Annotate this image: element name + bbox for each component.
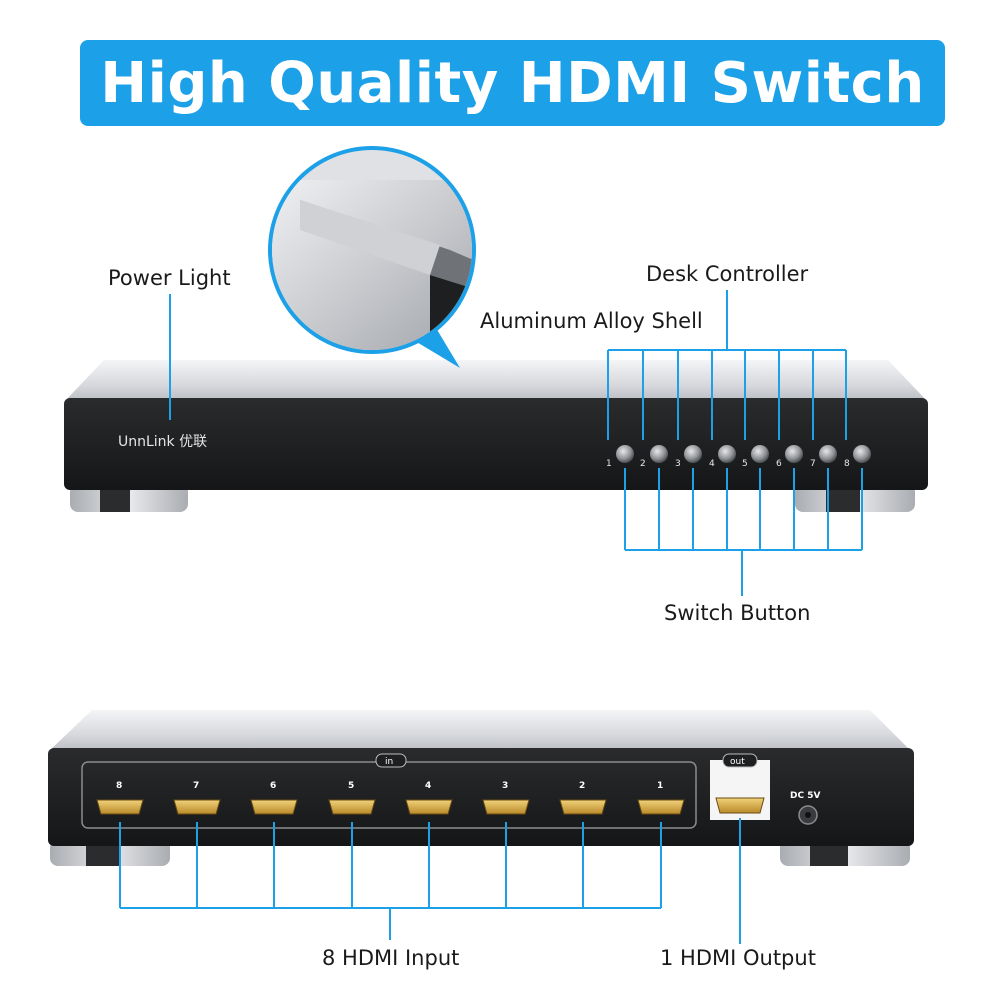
port-number: 1 bbox=[657, 781, 663, 791]
button-number: 7 bbox=[810, 459, 816, 469]
switch-button-6[interactable]: 6 bbox=[776, 445, 803, 469]
dc-label: DC 5V bbox=[790, 791, 820, 801]
port-number: 5 bbox=[348, 781, 354, 791]
button-number: 6 bbox=[776, 459, 782, 469]
in-label: in bbox=[385, 757, 393, 767]
port-number: 7 bbox=[193, 781, 199, 791]
switch-button-5[interactable]: 5 bbox=[742, 445, 769, 469]
switch-button-7[interactable]: 7 bbox=[810, 445, 837, 469]
hdmi-input-port-8[interactable]: 8 bbox=[96, 781, 144, 815]
hdmi-output-label: 1 HDMI Output bbox=[660, 946, 816, 970]
button-number: 2 bbox=[640, 459, 646, 469]
switch-button-1[interactable]: 1 bbox=[606, 445, 634, 469]
out-tag bbox=[722, 753, 758, 768]
front-callouts bbox=[169, 290, 863, 596]
title-banner: High Quality HDMI Switch bbox=[80, 40, 945, 126]
hdmi-input-port-2[interactable]: 2 bbox=[559, 781, 607, 815]
port-number: 8 bbox=[116, 781, 122, 791]
switch-button-8[interactable]: 8 bbox=[844, 445, 871, 469]
zoom-bubble bbox=[268, 146, 476, 368]
power-light-label: Power Light bbox=[108, 266, 231, 290]
hdmi-input-port-6[interactable]: 6 bbox=[250, 781, 298, 815]
front-device: UnnLink 优联 1 2 3 4 5 6 7 8 bbox=[64, 360, 928, 512]
hdmi-input-port-1[interactable]: 1 bbox=[637, 781, 685, 815]
button-number: 4 bbox=[709, 459, 715, 469]
switch-button-3[interactable]: 3 bbox=[675, 445, 702, 469]
switch-button-2[interactable]: 2 bbox=[640, 445, 668, 469]
back-callouts bbox=[119, 818, 741, 944]
switch-button-label: Switch Button bbox=[664, 601, 811, 625]
hdmi-output-port[interactable]: out bbox=[710, 753, 770, 820]
port-number: 2 bbox=[579, 781, 585, 791]
hdmi-input-port-7[interactable]: 7 bbox=[173, 781, 221, 815]
brand-logo: UnnLink 优联 bbox=[118, 434, 207, 450]
hdmi-input-port-4[interactable]: 4 bbox=[405, 781, 453, 815]
back-shell bbox=[48, 710, 912, 752]
port-number: 4 bbox=[425, 781, 431, 791]
button-number: 5 bbox=[742, 459, 748, 469]
button-number: 8 bbox=[844, 459, 850, 469]
button-number: 1 bbox=[606, 459, 612, 469]
hdmi-input-port-5[interactable]: 5 bbox=[328, 781, 376, 815]
desk-controller-label: Desk Controller bbox=[646, 262, 809, 286]
port-number: 3 bbox=[502, 781, 508, 791]
port-number: 6 bbox=[270, 781, 276, 791]
hdmi-input-label: 8 HDMI Input bbox=[322, 946, 460, 970]
out-label: out bbox=[730, 757, 745, 767]
switch-buttons: 1 2 3 4 5 6 7 8 bbox=[606, 445, 871, 469]
aluminum-shell bbox=[64, 360, 928, 402]
switch-button-4[interactable]: 4 bbox=[709, 445, 736, 469]
hdmi-input-ports: 8 7 6 5 4 3 2 1 bbox=[96, 781, 685, 815]
in-tag bbox=[375, 753, 407, 768]
back-device: in 8 7 6 5 4 3 2 1 out DC 5V bbox=[48, 710, 914, 866]
hdmi-input-port-3[interactable]: 3 bbox=[482, 781, 530, 815]
banner-title: High Quality HDMI Switch bbox=[100, 50, 925, 116]
back-panel bbox=[48, 748, 914, 846]
aluminum-shell-label: Aluminum Alloy Shell bbox=[480, 309, 703, 333]
button-number: 3 bbox=[675, 459, 681, 469]
